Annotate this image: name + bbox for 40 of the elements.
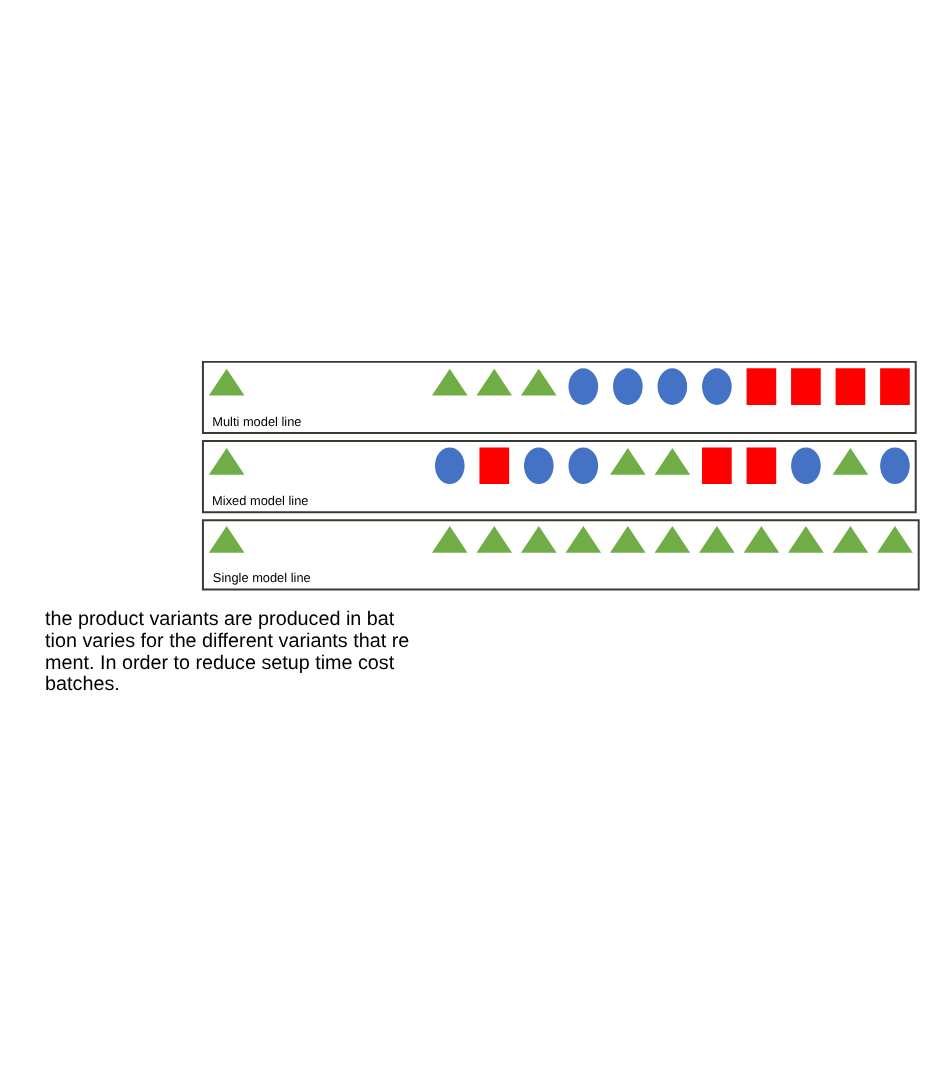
node-box xyxy=(880,367,910,404)
node-circle xyxy=(523,446,554,484)
node-circle xyxy=(880,446,910,484)
node-circle xyxy=(702,367,732,404)
node-circle xyxy=(657,367,688,404)
node-box xyxy=(479,446,510,484)
node-triangle xyxy=(877,525,913,552)
node-triangle xyxy=(476,525,513,552)
node-triangle xyxy=(654,525,691,552)
label: tion varies for the different variants that re xyxy=(45,629,410,652)
node-triangle xyxy=(208,446,245,474)
node-circle xyxy=(568,446,599,484)
node-triangle xyxy=(476,367,513,395)
node-circle xyxy=(568,367,599,404)
node-triangle xyxy=(431,525,468,552)
node-triangle xyxy=(832,446,869,474)
node-circle xyxy=(613,367,643,404)
label: the product variants are produced in bat xyxy=(45,608,395,631)
node-triangle xyxy=(743,525,780,552)
node-triangle xyxy=(521,367,557,395)
label: batches. xyxy=(45,673,120,696)
node-circle xyxy=(791,446,821,484)
node-box xyxy=(791,367,821,404)
node-circle xyxy=(434,446,465,484)
node-triangle xyxy=(610,525,646,552)
node-triangle xyxy=(208,525,245,552)
node-box xyxy=(746,446,777,484)
node-triangle xyxy=(654,446,691,474)
node-triangle xyxy=(208,367,245,395)
node-box xyxy=(835,367,866,404)
label: ment. In order to reduce setup time cost xyxy=(45,651,395,674)
node-triangle xyxy=(565,525,602,552)
node-triangle xyxy=(521,525,557,552)
node-triangle xyxy=(610,446,646,474)
node-triangle xyxy=(699,525,735,552)
node-triangle xyxy=(832,525,869,552)
node-box xyxy=(746,367,777,404)
node-triangle xyxy=(788,525,824,552)
node-triangle xyxy=(431,367,468,395)
node-box xyxy=(702,446,732,484)
